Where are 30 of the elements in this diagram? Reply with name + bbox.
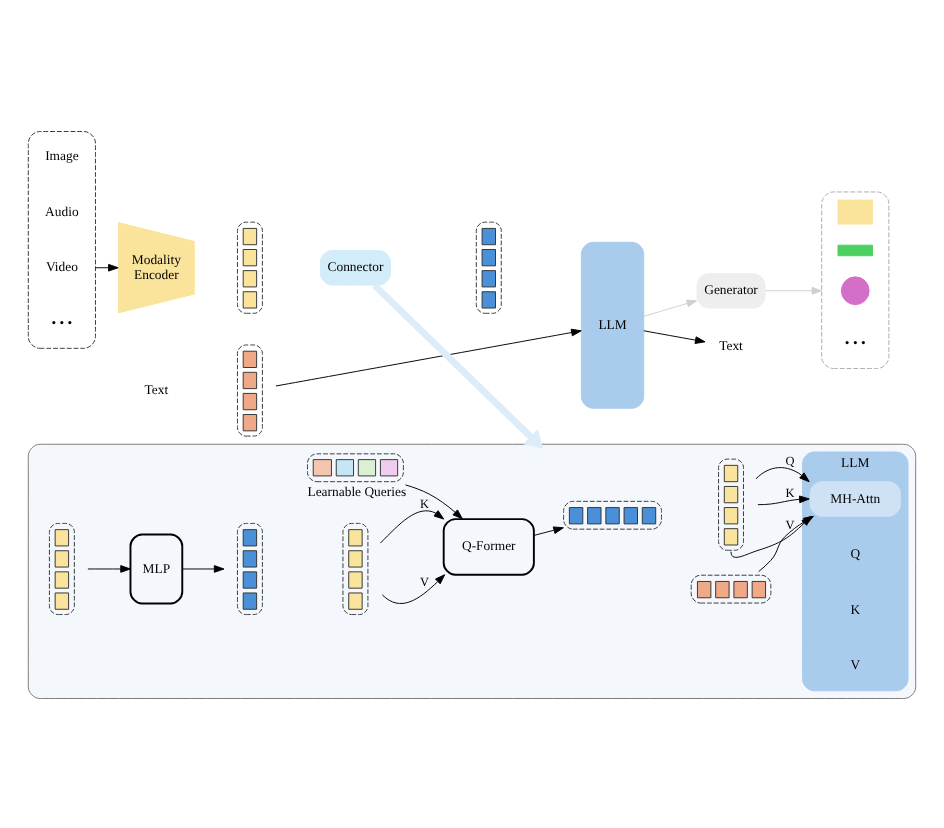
- node-box: [236, 220, 263, 313]
- node-box: [690, 573, 772, 603]
- node-box: [563, 499, 662, 529]
- arrow: [181, 564, 225, 572]
- node-box: [236, 343, 263, 436]
- node-box: [236, 521, 263, 614]
- node-bar: [837, 243, 873, 256]
- arrow: [379, 509, 445, 543]
- node-circle: [840, 275, 870, 305]
- cluster: [821, 190, 890, 368]
- arrow: [275, 327, 582, 386]
- arrow: [87, 564, 131, 572]
- arrow: [533, 525, 564, 535]
- arrow: [405, 483, 463, 519]
- arrow: [757, 494, 810, 505]
- arrow: [764, 285, 823, 294]
- cluster: [27, 130, 96, 348]
- node-box: [342, 521, 369, 614]
- arrow: [643, 298, 698, 316]
- node-box: [837, 198, 873, 224]
- arrow: [381, 573, 446, 603]
- node-box: [307, 452, 404, 482]
- cluster: [27, 442, 917, 698]
- node-box: [718, 457, 744, 550]
- arrow: [94, 262, 119, 271]
- arrow: [643, 329, 706, 343]
- arrow: [755, 466, 810, 482]
- node-box: [475, 220, 502, 313]
- node-box: [48, 521, 75, 614]
- arrow: [372, 281, 544, 448]
